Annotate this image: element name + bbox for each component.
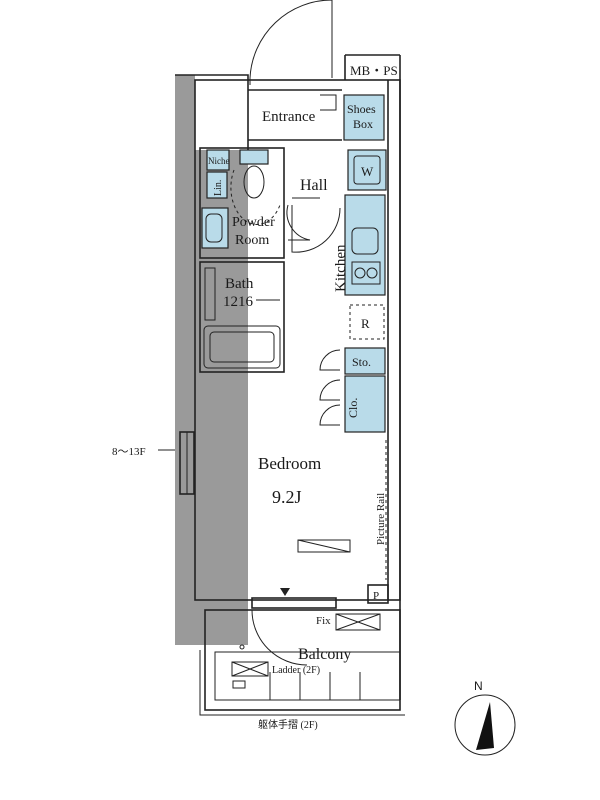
svg-text:N: N [474, 679, 483, 693]
balcony-label: Balcony [298, 646, 351, 663]
evacuation-hatch [231, 661, 269, 677]
kitchen-sink [351, 227, 379, 255]
handrail-label: 躯体手摺 (2F) [258, 718, 318, 731]
hall-door-swing [291, 205, 341, 253]
bath-label: Bath [225, 276, 254, 292]
niche-label: Niche [208, 156, 230, 166]
fix-label: Fix [316, 615, 331, 627]
kitchen-cooktop [351, 261, 381, 285]
bath-room [199, 261, 285, 373]
refrigerator-space [349, 304, 385, 340]
kitchen-label: Kitchen [333, 244, 349, 292]
kitchen-counter [344, 194, 386, 296]
hall-label: Hall [300, 177, 328, 194]
entrance-label: Entrance [262, 109, 316, 125]
balcony-sash [251, 597, 337, 609]
outdoor-unit [335, 613, 381, 631]
air-conditioner [297, 539, 351, 553]
shoes-box-label: Shoes [347, 102, 376, 116]
ladder-label: Ladder (2F) [272, 665, 320, 676]
bathtub [203, 325, 281, 369]
pipe-space [367, 584, 389, 604]
niche-shelf [206, 149, 230, 171]
linen-label: Lin. [213, 180, 224, 196]
shoes-box [343, 94, 385, 141]
exterior-wall-left [175, 75, 248, 645]
refrigerator-label: R [361, 316, 370, 331]
mbps-label: MB・PS [350, 63, 398, 78]
north-arrow-icon: N [454, 679, 516, 756]
storage-label: Sto. [352, 355, 371, 369]
toilet-tank [239, 149, 269, 165]
shoes-box-label-2: Box [353, 117, 373, 131]
linen-shelf [206, 171, 228, 199]
washer-label: W [361, 164, 374, 179]
bedroom-size-label: 9.2J [272, 487, 302, 507]
entrance-door-swing [249, 0, 333, 79]
powder-room-label: Powder [232, 215, 275, 230]
powder-room-label-2: Room [235, 233, 269, 248]
bath-size-label: 1216 [223, 294, 254, 310]
toilet-bowl [243, 165, 265, 199]
balcony-rails [269, 672, 361, 700]
floors-label: 8～13F [112, 446, 146, 458]
pipe-label: P [373, 590, 379, 602]
balcony-door-swing [251, 609, 308, 666]
bedroom-label: Bedroom [258, 454, 321, 473]
closet [344, 375, 386, 433]
closet-label: Clo. [346, 398, 360, 418]
picture-rail-label: Picture Rail [375, 493, 387, 545]
storage [344, 347, 386, 375]
